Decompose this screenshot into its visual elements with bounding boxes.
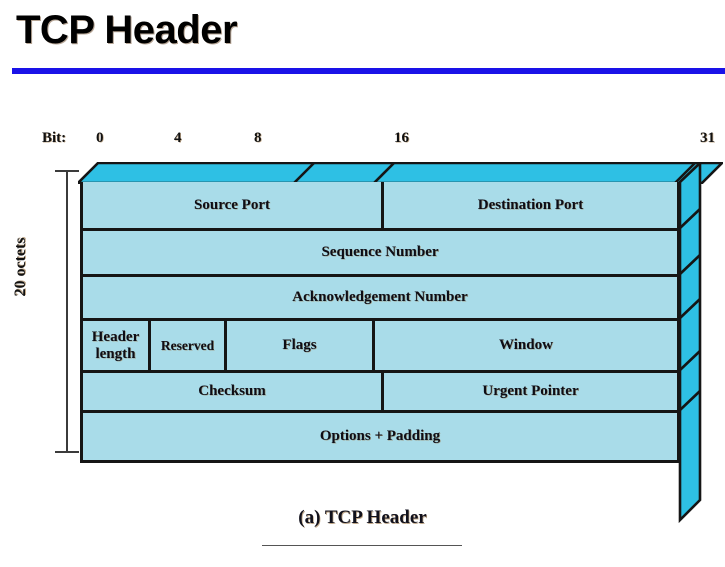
- bit-tick-16: 16: [394, 130, 409, 146]
- field-destination-port: Destination Port: [381, 182, 677, 228]
- page-title: TCP Header: [16, 8, 238, 52]
- bit-tick-4: 4: [174, 130, 182, 146]
- field-source-port: Source Port: [83, 182, 381, 228]
- table-row: Source Port Destination Port: [83, 182, 677, 228]
- field-acknowledgement-number: Acknowledgement Number: [83, 277, 677, 318]
- bit-tick-31: 31: [700, 130, 715, 146]
- field-options-padding: Options + Padding: [83, 413, 677, 460]
- tcp-header-diagram: Bit: 0 4 8 16 31 20 octets Source Port D…: [0, 130, 725, 524]
- field-checksum: Checksum: [83, 373, 381, 410]
- bit-tick-8: 8: [254, 130, 262, 146]
- field-window: Window: [372, 321, 677, 370]
- table-row: Options + Padding: [83, 410, 677, 460]
- bracket-cap-top: [55, 170, 79, 172]
- title-divider: [12, 68, 725, 74]
- diagram-top-face: [78, 162, 723, 184]
- octets-bracket: [55, 170, 79, 453]
- table-row: Acknowledgement Number: [83, 274, 677, 318]
- bit-ruler-caption: Bit:: [42, 130, 67, 146]
- diagram-side-face: [678, 162, 702, 524]
- table-row: Checksum Urgent Pointer: [83, 370, 677, 410]
- field-sequence-number: Sequence Number: [83, 231, 677, 274]
- bit-tick-0: 0: [96, 130, 104, 146]
- header-field-table: Source Port Destination Port Sequence Nu…: [80, 182, 680, 463]
- field-urgent-pointer: Urgent Pointer: [381, 373, 677, 410]
- octets-label: 20 octets: [12, 237, 29, 297]
- field-reserved: Reserved: [148, 321, 224, 370]
- figure-caption: (a) TCP Header: [298, 507, 427, 528]
- field-header-length: Header length: [83, 321, 148, 370]
- caption-divider: [262, 545, 462, 546]
- table-row: Sequence Number: [83, 228, 677, 274]
- bracket-stem: [66, 170, 68, 453]
- table-row: Header length Reserved Flags Window: [83, 318, 677, 370]
- bracket-cap-bottom: [55, 451, 79, 453]
- field-flags: Flags: [224, 321, 372, 370]
